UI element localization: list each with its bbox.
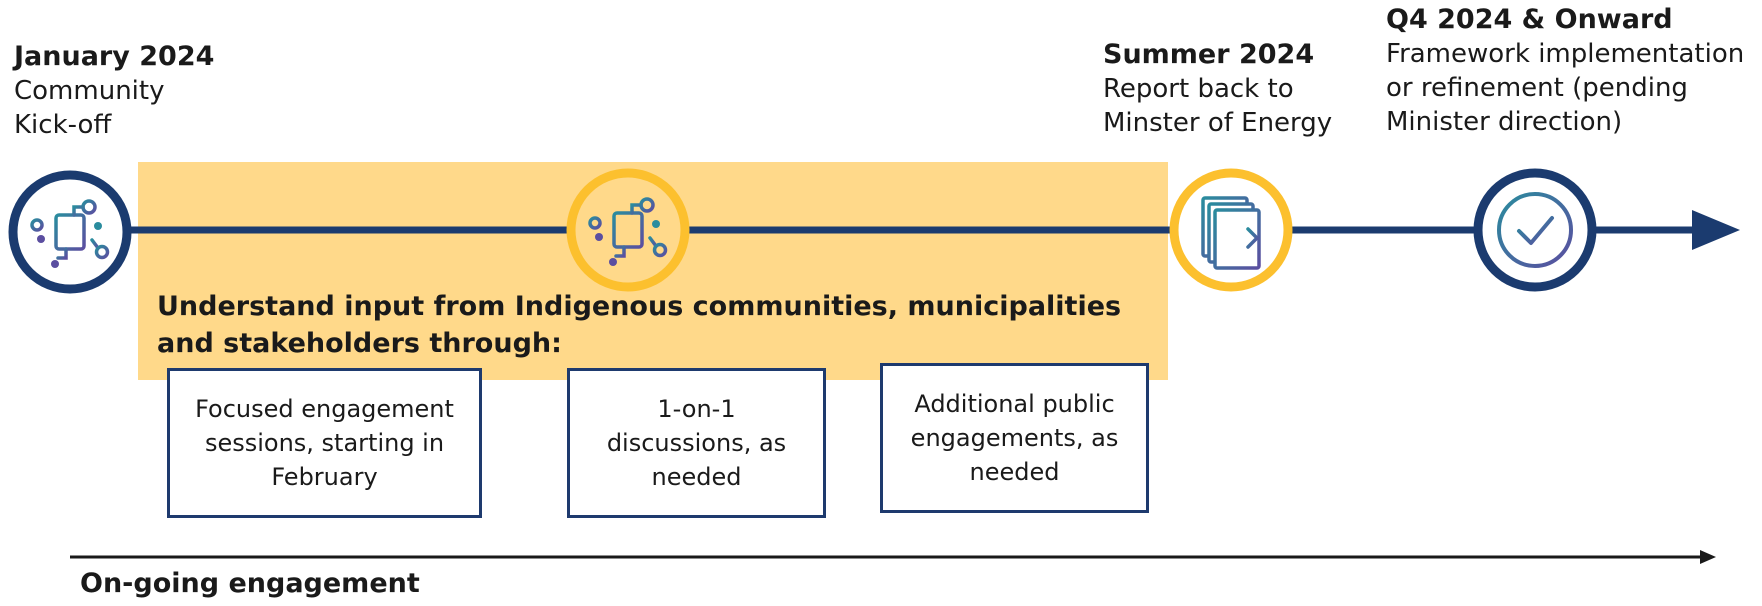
- timeline-arrowhead: [1692, 210, 1740, 250]
- milestone-desc-line: Framework implementation: [1386, 39, 1745, 69]
- box-text-line: needed: [651, 463, 742, 491]
- box-text-line: 1-on-1: [657, 395, 736, 423]
- milestone-title: January 2024: [14, 41, 215, 72]
- milestone-desc-line: Community: [14, 76, 165, 106]
- milestone-q4-circle: [1473, 168, 1597, 292]
- milestone-q4-label: Q4 2024 & Onward Framework implementatio…: [1386, 3, 1744, 139]
- milestone-summer-label: Summer 2024 Report back to Minster of En…: [1103, 38, 1332, 140]
- engagement-box-one-on-one: 1-on-1 discussions, as needed: [567, 368, 826, 518]
- milestone-title: Summer 2024: [1103, 39, 1315, 70]
- circuit-icon: [30, 199, 110, 268]
- milestone-jan-label: January 2024 Community Kick-off: [14, 40, 214, 142]
- milestone-desc-line: Report back to: [1103, 74, 1294, 104]
- band-heading-line: and stakeholders through:: [157, 328, 562, 359]
- milestone-desc-line: Kick-off: [14, 110, 112, 140]
- milestone-desc-line: or refinement (pending: [1386, 73, 1688, 103]
- box-text-line: February: [271, 463, 378, 491]
- checkmark-icon: [1497, 192, 1573, 268]
- ongoing-engagement-label: On-going engagement: [80, 568, 420, 599]
- milestone-desc-line: Minster of Energy: [1103, 108, 1333, 138]
- ongoing-arrowhead: [1700, 550, 1716, 564]
- box-text-line: engagements, as: [910, 424, 1119, 452]
- box-text-line: discussions, as: [606, 429, 787, 457]
- milestone-mid-circle: [566, 168, 690, 292]
- circuit-icon: [588, 197, 668, 266]
- engagement-box-public: Additional public engagements, as needed: [880, 363, 1149, 513]
- box-text-line: Additional public: [914, 390, 1115, 418]
- box-text-line: sessions, starting in: [204, 429, 445, 457]
- milestone-desc-line: Minister direction): [1386, 107, 1623, 137]
- milestone-title: Q4 2024 & Onward: [1386, 4, 1673, 35]
- box-text-line: needed: [969, 458, 1060, 486]
- band-heading-line: Understand input from Indigenous communi…: [157, 291, 1122, 322]
- milestone-jan-circle: [8, 170, 132, 294]
- document-export-icon: [1201, 196, 1261, 270]
- engagement-box-focused-sessions: Focused engagement sessions, starting in…: [167, 368, 482, 518]
- box-text-line: Focused engagement: [195, 395, 454, 423]
- band-heading: Understand input from Indigenous communi…: [157, 288, 1121, 362]
